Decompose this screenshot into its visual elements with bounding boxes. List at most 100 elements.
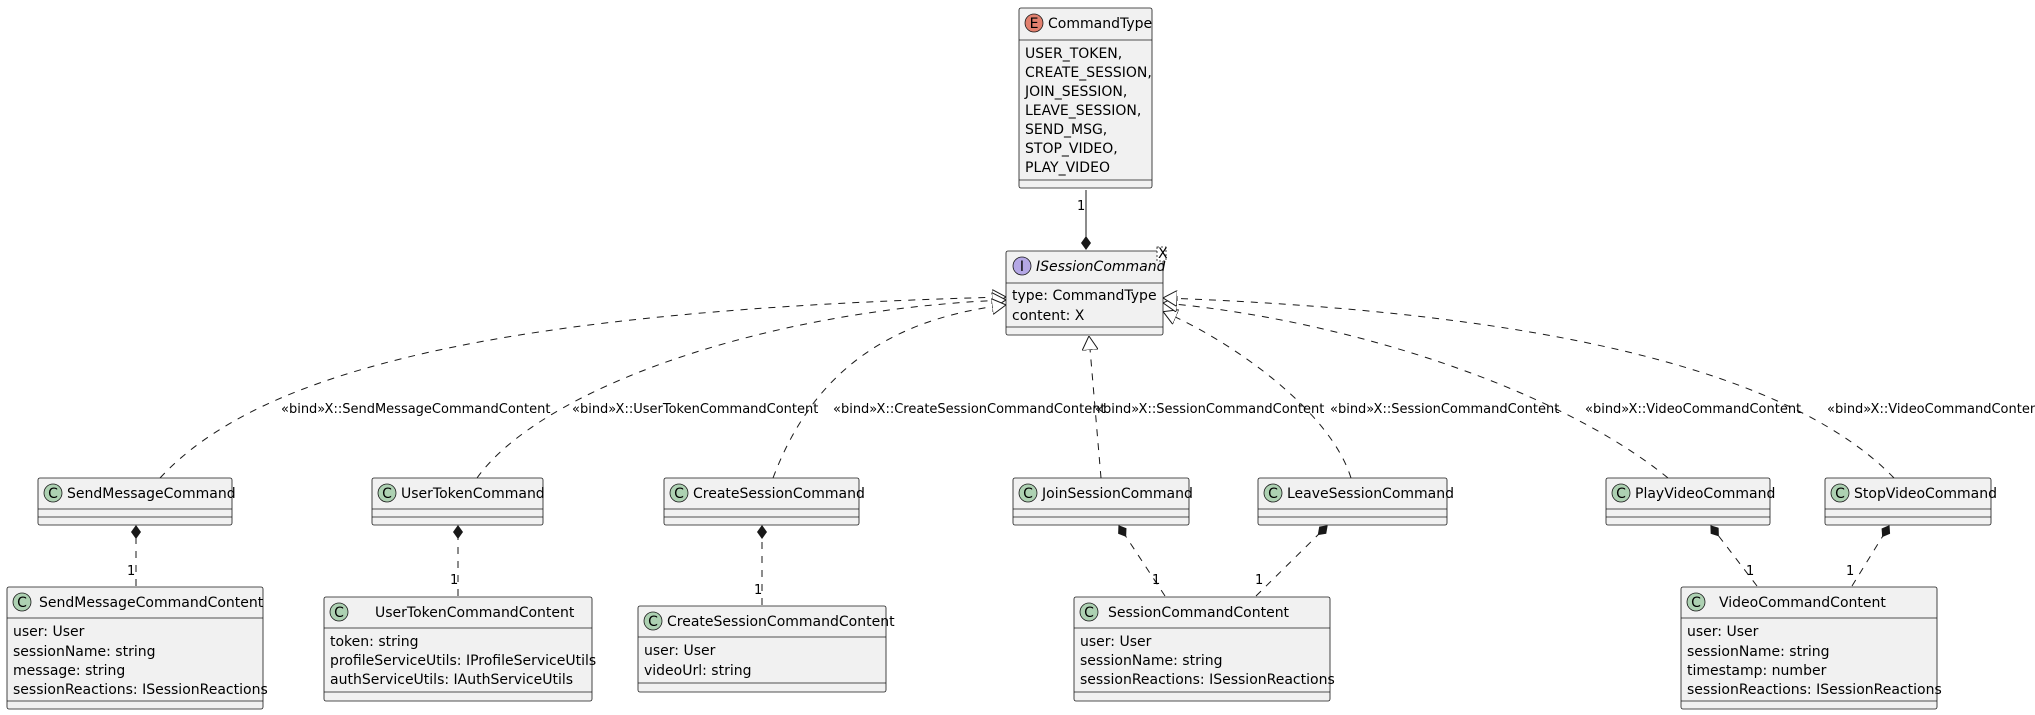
class-sessioncommandcontent[interactable]: C SessionCommandContent user: User sessi… bbox=[1073, 596, 1335, 702]
class-badge-letter: C bbox=[17, 595, 27, 611]
enum-value: LEAVE_SESSION, bbox=[1025, 103, 1141, 119]
class-badge-icon bbox=[329, 602, 349, 622]
class-stopvideocommand[interactable]: C StopVideoCommand bbox=[1824, 477, 1997, 526]
enum-value: SEND_MSG, bbox=[1025, 122, 1107, 138]
class-field: user: User bbox=[1080, 634, 1152, 650]
class-sendmessagecommandcontent[interactable]: C SendMessageCommandContent user: User s… bbox=[6, 586, 268, 710]
realization-edge-stopvideo bbox=[1164, 298, 1895, 479]
class-joinsessioncommand[interactable]: C JoinSessionCommand bbox=[1012, 477, 1193, 526]
bind-label-usertoken: «bind»X::UserTokenCommandContent bbox=[572, 402, 818, 417]
class-badge-letter: C bbox=[674, 486, 684, 502]
class-title: CreateSessionCommandContent bbox=[667, 614, 895, 630]
interface-title: ISessionCommand bbox=[1036, 259, 1166, 275]
realization-edge-leavesession bbox=[1164, 312, 1352, 479]
class-badge-icon bbox=[1079, 602, 1099, 622]
class-title: VideoCommandContent bbox=[1719, 595, 1886, 611]
bind-label-joinsession: «bind»X::SessionCommandContent bbox=[1095, 402, 1324, 417]
class-badge-letter: C bbox=[382, 486, 392, 502]
enum-badge-letter: E bbox=[1030, 16, 1039, 32]
class-badge-icon bbox=[1611, 483, 1631, 503]
multiplicity-label: 1 bbox=[1255, 573, 1263, 588]
multiplicity-label: 1 bbox=[450, 573, 458, 588]
multiplicity-label: 1 bbox=[1846, 564, 1854, 579]
enum-value: USER_TOKEN, bbox=[1025, 46, 1122, 62]
class-createsessioncommand[interactable]: C CreateSessionCommand bbox=[663, 477, 865, 526]
class-title: SessionCommandContent bbox=[1108, 605, 1290, 621]
enum-value: PLAY_VIDEO bbox=[1025, 160, 1110, 176]
enum-commandtype[interactable]: E CommandType USER_TOKEN, CREATE_SESSION… bbox=[1018, 7, 1153, 189]
class-usertokencommandcontent[interactable]: C UserTokenCommandContent token: string … bbox=[323, 596, 596, 702]
class-badge-letter: C bbox=[1084, 605, 1094, 621]
realization-edge-playvideo bbox=[1164, 303, 1669, 479]
interface-badge-letter: I bbox=[1020, 259, 1024, 275]
class-badge-icon bbox=[1686, 592, 1706, 612]
multiplicity-label: 1 bbox=[754, 583, 762, 598]
class-badge-icon bbox=[43, 483, 63, 503]
class-title: UserTokenCommandContent bbox=[375, 605, 575, 621]
class-field: sessionReactions: ISessionReactions bbox=[13, 682, 268, 698]
class-badge-letter: C bbox=[648, 614, 658, 630]
class-title: LeaveSessionCommand bbox=[1287, 486, 1454, 502]
class-field: videoUrl: string bbox=[644, 663, 752, 679]
interface-field: type: CommandType bbox=[1012, 288, 1157, 304]
interface-badge-icon bbox=[1012, 256, 1032, 276]
class-badge-letter: C bbox=[1616, 486, 1626, 502]
multiplicity-label: 1 bbox=[1077, 199, 1085, 214]
enum-badge-icon bbox=[1024, 13, 1044, 33]
type-parameter-label: X bbox=[1158, 246, 1168, 262]
class-badge-icon bbox=[643, 611, 663, 631]
class-videocommandcontent[interactable]: C VideoCommandContent user: User session… bbox=[1680, 586, 1942, 710]
bind-label-leavesession: «bind»X::SessionCommandContent bbox=[1330, 402, 1559, 417]
class-badge-letter: C bbox=[334, 605, 344, 621]
class-title: CreateSessionCommand bbox=[693, 486, 865, 502]
class-badge-icon bbox=[12, 592, 32, 612]
type-parameter-box bbox=[1156, 246, 1167, 262]
composition-edge-leavesession-content bbox=[1255, 525, 1328, 597]
composition-edge-stopvideo-content bbox=[1851, 525, 1891, 587]
bind-label-playvideo: «bind»X::VideoCommandContent bbox=[1585, 402, 1801, 417]
class-field: token: string bbox=[330, 634, 419, 650]
class-badge-icon bbox=[1263, 483, 1283, 503]
class-leavesessioncommand[interactable]: C LeaveSessionCommand bbox=[1257, 477, 1454, 526]
class-field: user: User bbox=[13, 624, 85, 640]
class-usertokencommand[interactable]: C UserTokenCommand bbox=[371, 477, 545, 526]
enum-title: CommandType bbox=[1048, 16, 1152, 32]
class-field: message: string bbox=[13, 663, 125, 679]
class-field: sessionReactions: ISessionReactions bbox=[1687, 682, 1942, 698]
class-title: StopVideoCommand bbox=[1854, 486, 1997, 502]
class-title: SendMessageCommandContent bbox=[39, 595, 264, 611]
class-field: sessionReactions: ISessionReactions bbox=[1080, 672, 1335, 688]
class-badge-letter: C bbox=[1023, 486, 1033, 502]
class-badge-letter: C bbox=[1268, 486, 1278, 502]
class-sendmessagecommand[interactable]: C SendMessageCommand bbox=[37, 477, 236, 526]
interface-isessioncommand[interactable]: I ISessionCommand X type: CommandType co… bbox=[1005, 246, 1168, 336]
multiplicity-label: 1 bbox=[1746, 564, 1754, 579]
class-playvideocommand[interactable]: C PlayVideoCommand bbox=[1605, 477, 1775, 526]
class-title: PlayVideoCommand bbox=[1635, 486, 1775, 502]
class-field: user: User bbox=[644, 643, 716, 659]
class-title: SendMessageCommand bbox=[67, 486, 236, 502]
bind-label-sendmessage: «bind»X::SendMessageCommandContent bbox=[281, 402, 550, 417]
multiplicity-label: 1 bbox=[1152, 573, 1160, 588]
enum-value: JOIN_SESSION, bbox=[1024, 84, 1127, 100]
class-badge-icon bbox=[1018, 483, 1038, 503]
interface-field: content: X bbox=[1012, 308, 1085, 324]
class-badge-icon bbox=[377, 483, 397, 503]
multiplicity-label: 1 bbox=[127, 564, 135, 579]
class-field: timestamp: number bbox=[1687, 663, 1827, 679]
enum-value: CREATE_SESSION, bbox=[1025, 65, 1152, 81]
class-field: profileServiceUtils: IProfileServiceUtil… bbox=[330, 653, 596, 669]
bind-label-stopvideo: «bind»X::VideoCommandContent bbox=[1827, 402, 2035, 417]
class-title: JoinSessionCommand bbox=[1041, 486, 1193, 502]
realization-edge-usertoken bbox=[476, 300, 1005, 479]
class-title: UserTokenCommand bbox=[401, 486, 545, 502]
class-field: sessionName: string bbox=[1687, 644, 1829, 660]
class-badge-letter: C bbox=[1835, 486, 1845, 502]
class-createsessioncommandcontent[interactable]: C CreateSessionCommandContent user: User… bbox=[637, 605, 895, 693]
class-badge-icon bbox=[1830, 483, 1850, 503]
class-field: sessionName: string bbox=[13, 644, 155, 660]
class-badge-letter: C bbox=[1691, 595, 1701, 611]
edges: 1 «bind»X::SendMessageCommandContent «bi… bbox=[127, 190, 2035, 605]
class-field: sessionName: string bbox=[1080, 653, 1222, 669]
